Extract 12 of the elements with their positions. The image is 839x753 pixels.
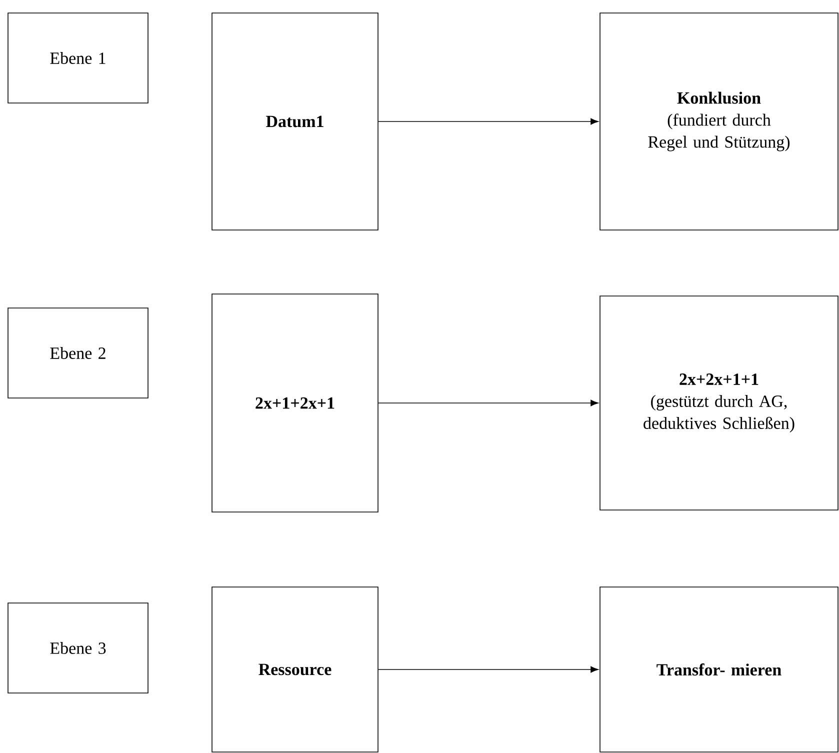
- level-box: Ebene 2: [8, 308, 148, 398]
- arrow: [378, 118, 598, 125]
- arrow: [378, 400, 598, 406]
- conclusion-box: Transfor- mieren: [600, 586, 838, 752]
- arrow: [378, 666, 598, 673]
- conclusion-box: 2x+2x+1+1 (gestützt durch AG, deduktives Schließen): [600, 296, 838, 510]
- data-box: 2x+1+2x+1: [212, 294, 378, 512]
- level-box: Ebene 3: [8, 602, 148, 694]
- conclusion-box: Konklusion (fundiert durch Regel und Stützung): [600, 12, 838, 230]
- data-box: Ressource: [212, 586, 378, 752]
- level-box: Ebene 1: [8, 12, 148, 104]
- data-box: Datum1: [212, 12, 378, 230]
